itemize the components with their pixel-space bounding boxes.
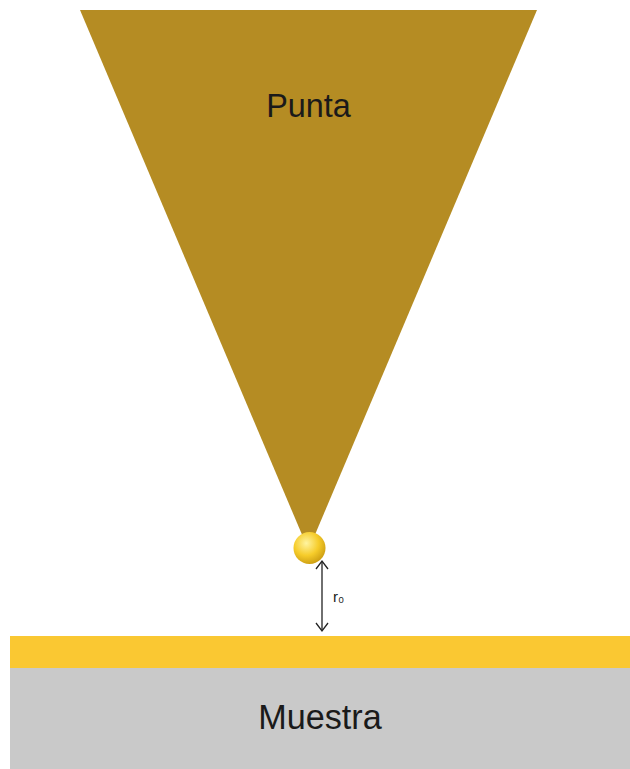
distance-arrow (316, 561, 328, 631)
tip-triangle (80, 10, 537, 550)
sample-band: Muestra (10, 668, 630, 769)
sample-band (10, 668, 630, 769)
node-text: Punta (80, 88, 537, 125)
gold-layer (10, 636, 630, 668)
tip-atom (294, 532, 326, 564)
tip-shape: Punta (80, 10, 537, 550)
node-text: Muestra (10, 698, 630, 737)
distance-label: r₀ (333, 588, 344, 605)
